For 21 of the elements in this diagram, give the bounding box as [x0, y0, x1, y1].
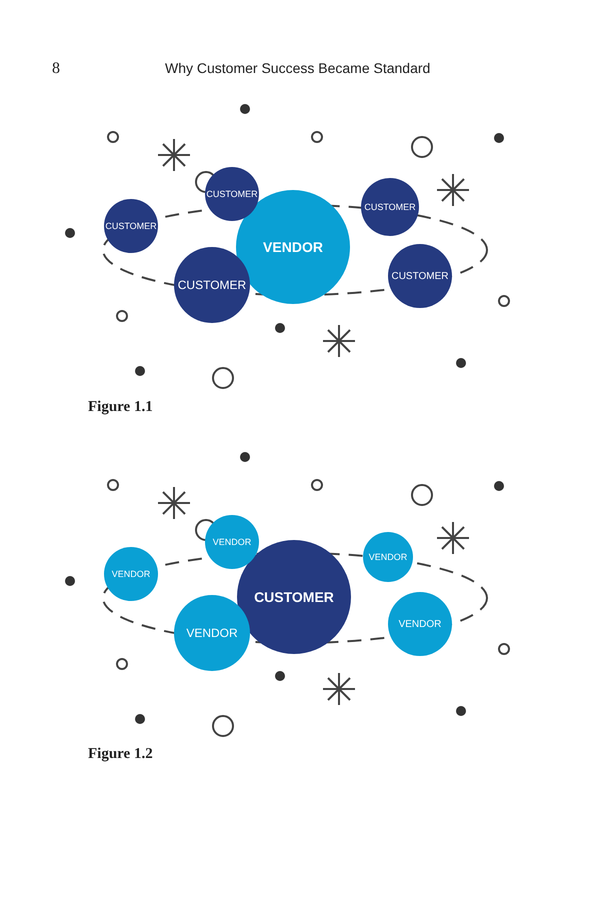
circle-label: CUSTOMER [254, 589, 334, 605]
vendor-circle [363, 532, 413, 582]
circle-label: CUSTOMER [105, 221, 157, 231]
circle-label: VENDOR [368, 552, 408, 562]
circle-label: VENDOR [212, 537, 252, 547]
circle-label: CUSTOMER [206, 189, 258, 199]
circle-label: CUSTOMER [391, 270, 449, 282]
running-head: Why Customer Success Became Standard [165, 60, 430, 76]
circle-label: VENDOR [263, 239, 323, 255]
circle-label: CUSTOMER [364, 202, 416, 212]
circle-label: CUSTOMER [178, 278, 246, 292]
page-number: 8 [52, 60, 60, 78]
figure-caption: Figure 1.2 [88, 746, 153, 763]
circle-label: VENDOR [112, 569, 150, 579]
figure-caption: Figure 1.1 [88, 399, 153, 416]
circle-label: VENDOR [398, 618, 442, 630]
vendor-circle [104, 547, 158, 601]
customer-circle [104, 199, 158, 253]
customer-circle [205, 167, 259, 221]
circle-label: VENDOR [186, 626, 238, 640]
vendor-circle [205, 515, 259, 569]
